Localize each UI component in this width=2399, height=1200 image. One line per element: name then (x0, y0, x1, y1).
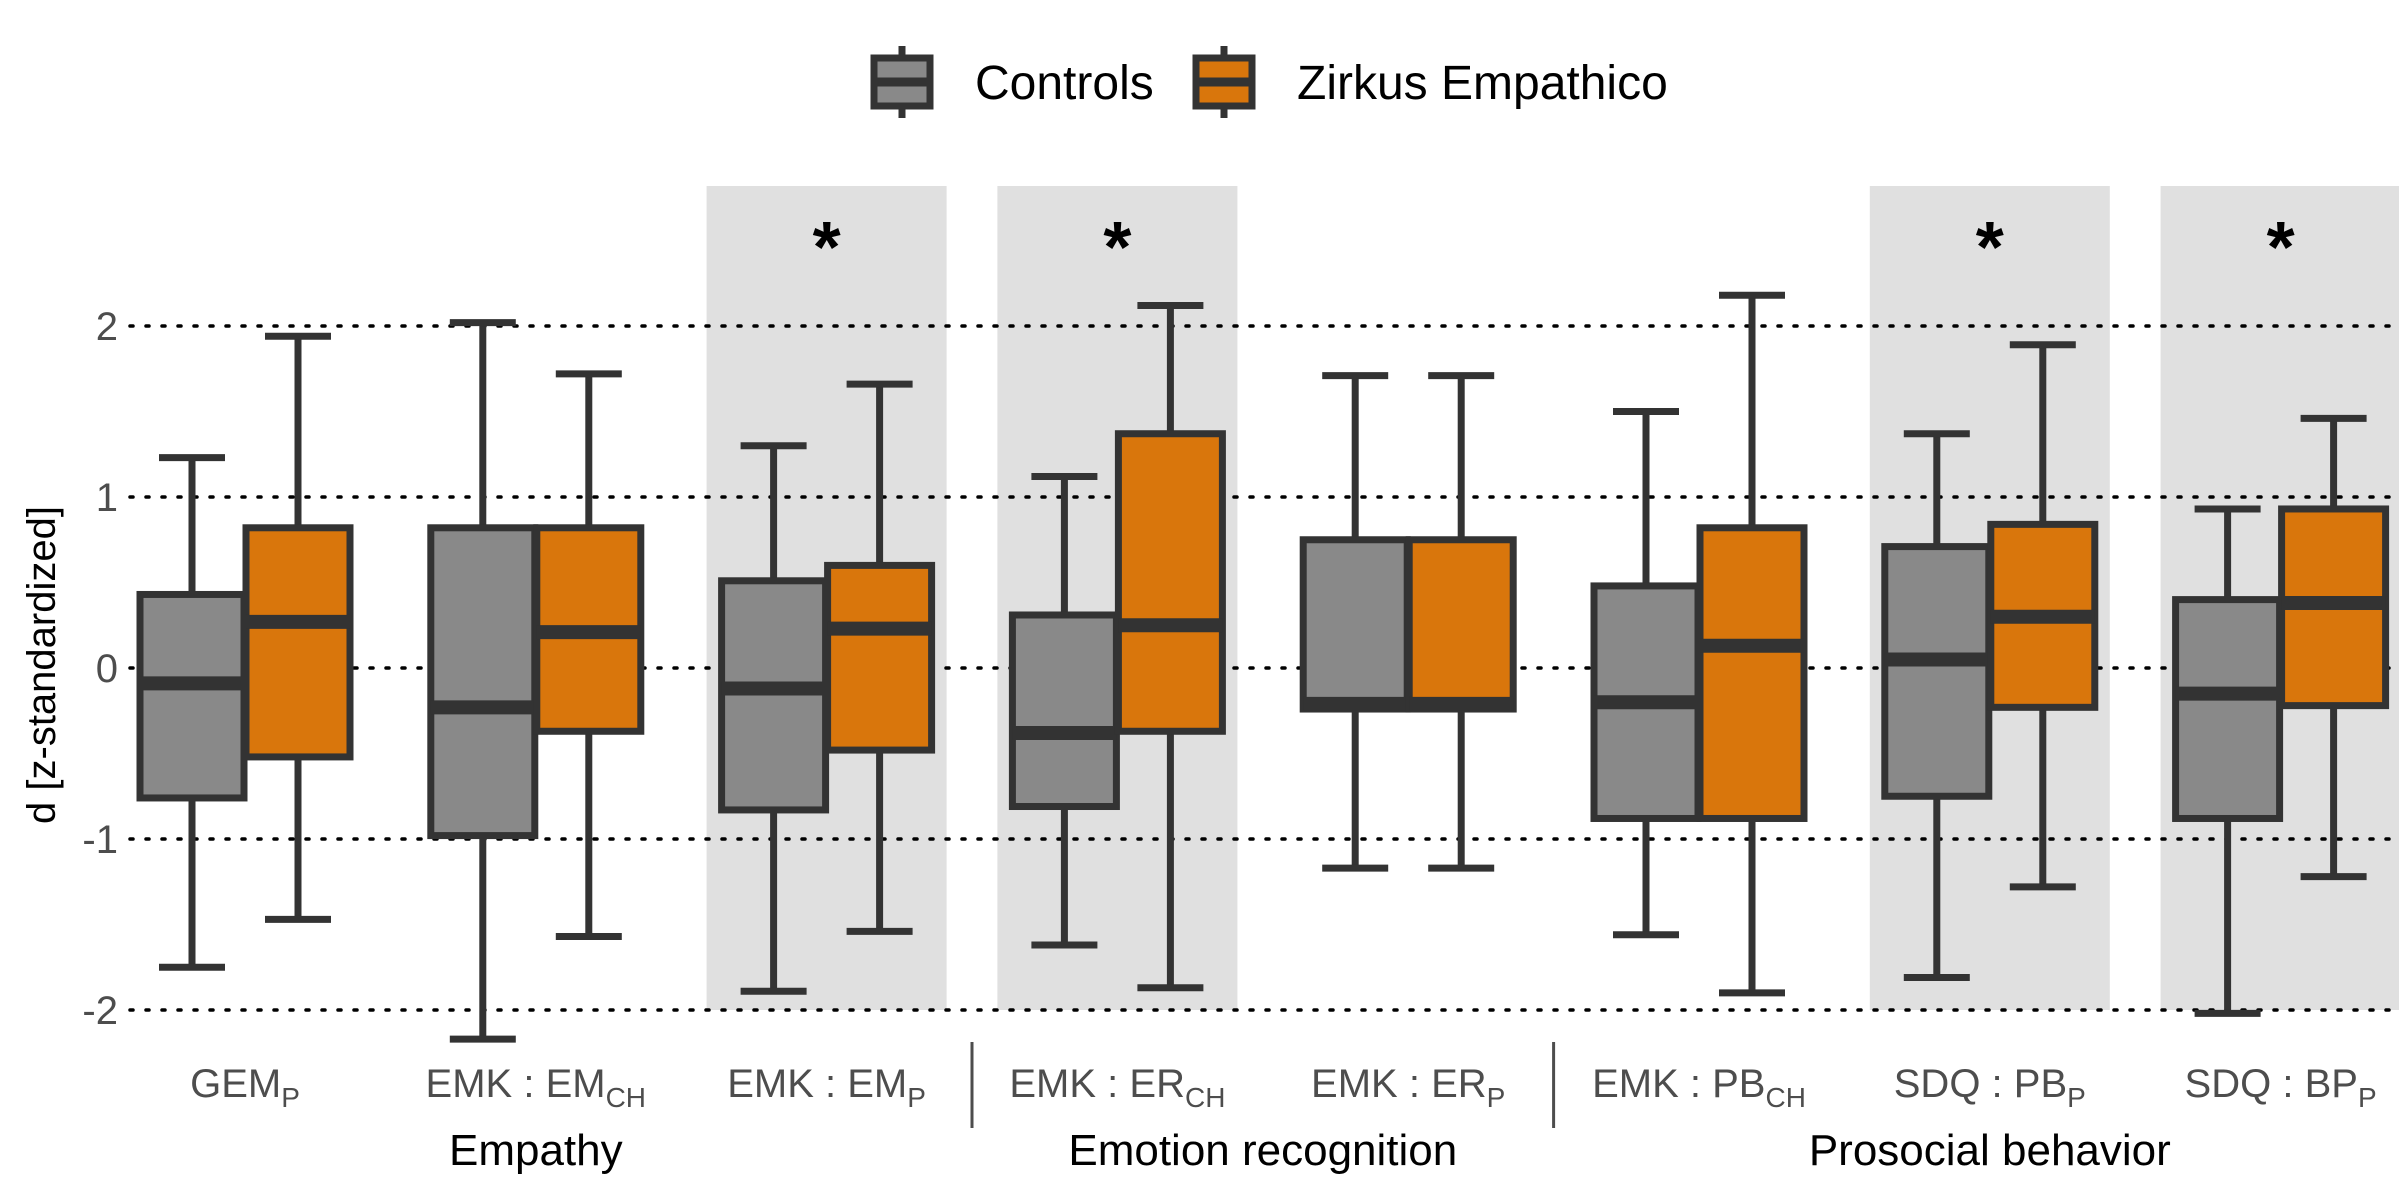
box-controls (1881, 543, 1993, 800)
group-label: Emotion recognition (1068, 1126, 1457, 1175)
x-tick-label: SDQ : BPP (2185, 1062, 2377, 1113)
x-tick-label: GEMP (190, 1062, 300, 1113)
x-tick-label: EMK : PBCH (1592, 1062, 1806, 1113)
x-tick-label: EMK : EMP (727, 1062, 926, 1113)
y-axis-label: d [z-standardized] (20, 506, 64, 824)
box-controls (427, 524, 539, 840)
box-zirkus (1696, 524, 1808, 822)
significance-star: * (1976, 208, 2004, 288)
y-axis: d [z-standardized] 2 1 0 -1 -2 (20, 305, 118, 1033)
x-tick-label: EMK : ERP (1311, 1062, 1505, 1113)
group-label: Empathy (449, 1126, 623, 1175)
x-axis: GEMP EMK : EMCH EMK : EMP EMK : ERCH EMK : E… (190, 1062, 2377, 1113)
significance-star: * (2267, 208, 2295, 288)
box-controls (136, 590, 248, 802)
group-axis: Empathy Emotion recognition Prosocial beha… (449, 1042, 2171, 1175)
y-tick-label: 0 (96, 647, 118, 691)
group-label: Prosocial behavior (1809, 1126, 2171, 1175)
box-layer (136, 291, 2390, 1043)
y-tick-label: 2 (96, 305, 118, 349)
box-controls (2172, 596, 2284, 822)
legend: Controls Zirkus Empathico (870, 46, 1668, 118)
box-controls (1008, 611, 1120, 811)
box-zirkus (242, 524, 354, 761)
box-controls (1299, 536, 1411, 713)
x-tick-label: SDQ : PBP (1894, 1062, 2086, 1113)
significance-star: * (1103, 208, 1131, 288)
y-tick-label: -1 (82, 818, 118, 862)
x-tick-label: EMK : ERCH (1009, 1062, 1225, 1113)
box-zirkus (824, 561, 936, 754)
significance-highlights (706, 186, 2399, 1010)
legend-label: Controls (975, 57, 1154, 110)
box-zirkus (1405, 536, 1517, 713)
y-tick-label: -2 (82, 989, 118, 1033)
y-tick-label: 1 (96, 476, 118, 520)
x-tick-label: EMK : EMCH (426, 1062, 646, 1113)
significance-star: * (813, 208, 841, 288)
box-zirkus (1114, 430, 1226, 735)
significance-stars: * * * * (813, 208, 2295, 288)
legend-label: Zirkus Empathico (1297, 57, 1668, 110)
